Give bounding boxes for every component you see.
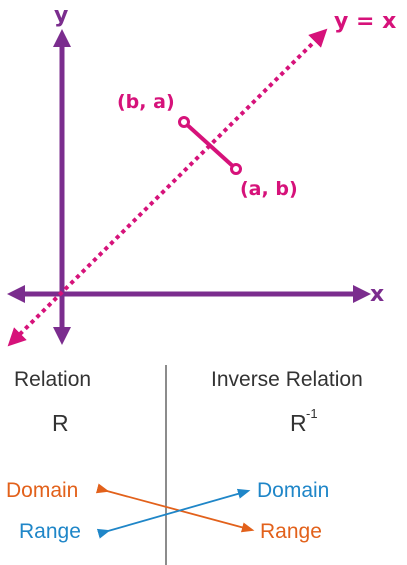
right-domain-label: Domain: [257, 479, 329, 502]
x-axis-label: x: [370, 282, 384, 307]
point-ab: [230, 163, 242, 175]
left-domain-label: Domain: [6, 479, 78, 502]
left-range-label: Range: [19, 520, 81, 543]
right-range-label: Range: [260, 520, 322, 543]
y-axis-label: y: [54, 3, 68, 28]
relation-symbol: R: [52, 410, 69, 436]
reflection-segment: [182, 120, 238, 171]
point-ba: [178, 116, 190, 128]
inverse-superscript: -1: [306, 406, 318, 421]
diagonal-label: y = x: [334, 9, 396, 34]
relation-heading: Relation: [14, 368, 91, 391]
inverse-relation-symbol: R: [290, 410, 307, 436]
point-ab-label: (a, b): [240, 178, 298, 200]
point-ba-label: (b, a): [117, 91, 175, 113]
diagonal-line: [7, 28, 328, 347]
arrow-icon: [96, 488, 251, 539]
inverse-relation-heading: Inverse Relation: [211, 368, 363, 391]
